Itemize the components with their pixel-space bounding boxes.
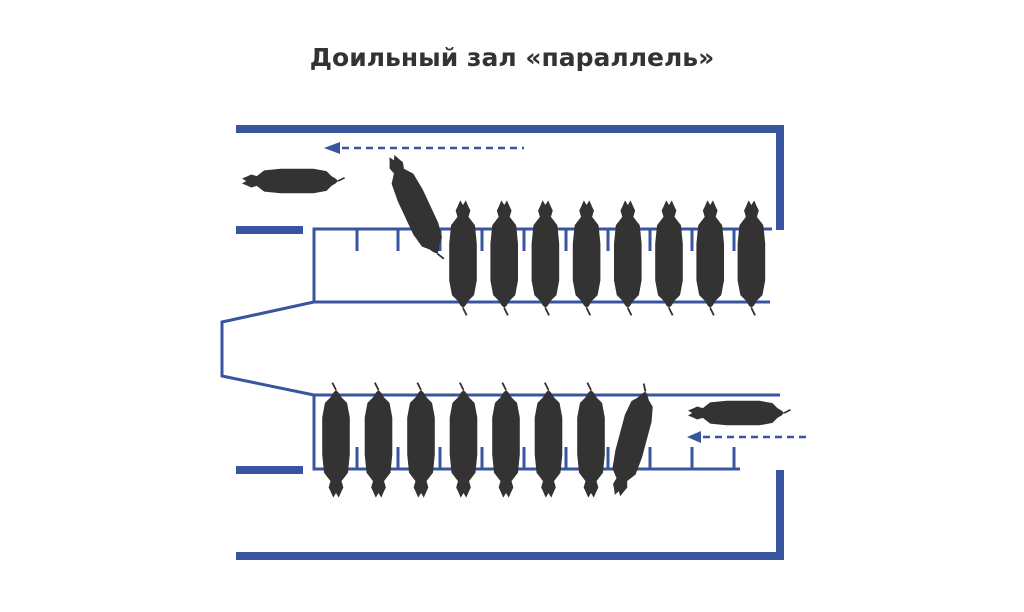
cow-icon [492,382,520,498]
cow-icon [614,200,642,316]
cow-icon [572,200,601,316]
cow-icon [655,200,683,316]
cow-icon [364,382,393,498]
moving-cows [242,150,791,426]
operator-pit [220,300,315,397]
milking-row-top [449,200,766,316]
exit-flow-arrow [324,142,524,154]
cow-icon [531,200,560,316]
stall-dividers-bottom [355,447,736,469]
cow-icon [322,382,350,498]
cow-icon [242,168,345,194]
cow-icon [534,382,563,498]
cow-icon [604,383,659,500]
diagram-title: Доильный зал «параллель» [309,43,715,72]
cow-icon [449,200,477,316]
dashed-arrow-left-icon [324,142,340,154]
cow-icon [696,200,724,316]
outer-wall-bottom [236,470,784,560]
milking-row-bottom [322,382,659,500]
cow-icon [688,400,791,426]
cow-icon [407,382,435,498]
cow-icon [577,382,605,498]
cow-icon [737,200,766,316]
dashed-arrow-left-icon [687,431,701,443]
entry-flow-arrow [687,431,806,443]
cow-icon [490,200,518,316]
cow-icon [379,150,450,260]
cow-icon [449,382,478,498]
outer-wall-top [236,125,784,230]
